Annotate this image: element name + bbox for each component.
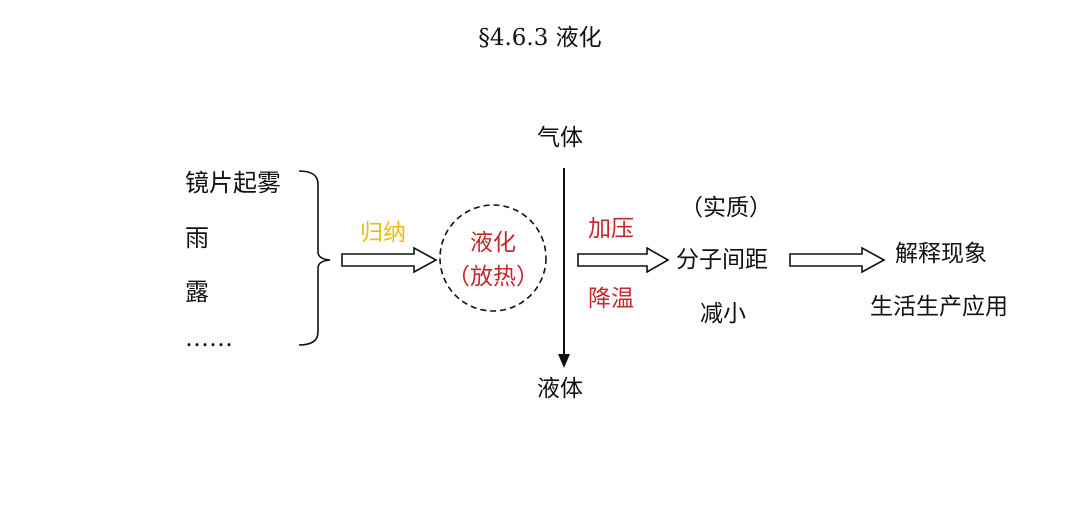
- induction-arrow: [341, 246, 438, 274]
- example-fogging-lens: 镜片起雾: [185, 169, 281, 197]
- application-arrow: [789, 246, 886, 274]
- application-daily-production: 生活生产应用: [870, 294, 1008, 320]
- induction-label: 归纳: [360, 220, 406, 246]
- phase-change-arrow-head: [558, 354, 570, 368]
- process-note: （放热）: [447, 264, 539, 290]
- grouping-brace: [298, 170, 331, 346]
- process-circle: [439, 204, 547, 312]
- method-cool: 降温: [588, 286, 634, 312]
- essence-line2: 减小: [700, 301, 746, 327]
- application-explain-phenomena: 解释现象: [895, 241, 987, 267]
- essence-line1: 分子间距: [676, 247, 768, 273]
- example-rain: 雨: [185, 224, 209, 252]
- phase-liquid: 液体: [537, 376, 583, 402]
- method-pressurize: 加压: [588, 216, 634, 242]
- example-ellipsis: ……: [185, 324, 233, 352]
- essence-label: （实质）: [680, 195, 772, 221]
- method-arrow: [577, 246, 670, 274]
- process-name: 液化: [470, 230, 516, 256]
- page-title: §4.6.3 液化: [478, 25, 602, 51]
- phase-gas: 气体: [537, 125, 583, 151]
- example-dew: 露: [185, 278, 209, 306]
